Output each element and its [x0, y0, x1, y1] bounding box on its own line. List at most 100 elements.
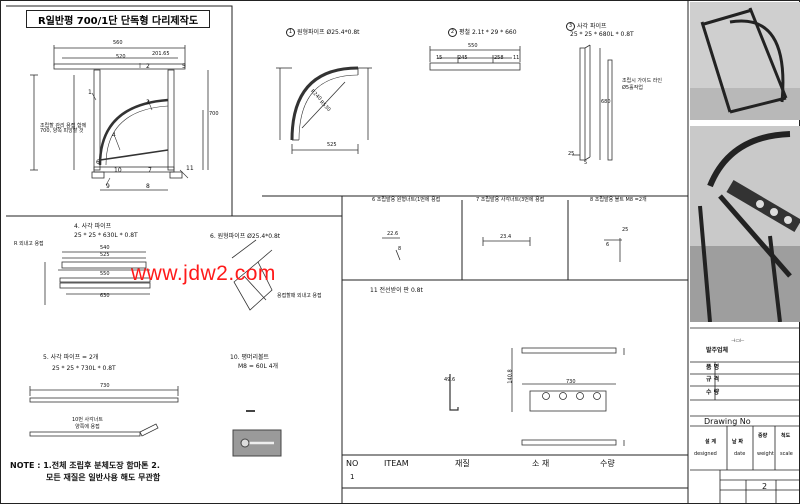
part3-view: [572, 44, 613, 161]
dim-label: 525: [100, 252, 110, 258]
note-line-2: 모든 재질은 일반사용 해도 무관함: [46, 473, 161, 482]
bolt-spec: M8 = 60L 4개: [238, 363, 279, 370]
drawing-no: Drawing No: [704, 417, 751, 426]
main-view: [30, 45, 209, 191]
dim-label: 525: [327, 142, 337, 148]
dim-label: 25: [622, 227, 629, 233]
part5-title: 5. 사각 파이프 = 2개: [43, 354, 99, 361]
nut-details: [382, 237, 622, 262]
part2-spec: 평철 2.1t * 29 * 660: [459, 29, 517, 36]
dim-label: 49.6: [444, 377, 456, 383]
r-weld-note: R 외내고 용접: [14, 241, 44, 247]
bom-material: 재질: [455, 459, 470, 468]
dim-label: 15: [436, 55, 443, 61]
part6-title: 6. 원형파이프 Ø25.4*0.8t: [210, 233, 281, 240]
bolt-title: 10. 평머리볼트: [230, 354, 270, 361]
part5-spec: 25 * 25 * 730L * 0.8T: [52, 365, 116, 372]
dim-label: 22.6: [387, 231, 399, 237]
part11-title: 11 전선받이 판 0.8t: [370, 287, 423, 294]
part5-view: [29, 386, 179, 437]
weight-en: weight: [757, 451, 774, 457]
part2-view: [429, 46, 521, 71]
dim-label: 245: [458, 55, 468, 61]
part6-view: [231, 239, 273, 311]
photo-frame-top: [690, 2, 800, 120]
bolt-detail: [232, 410, 282, 457]
assembly-note-left: 조립할 관리 용접 함께 700, 양쪽 피앙할 것: [40, 123, 87, 134]
date-ko: 날 짜: [732, 439, 743, 445]
leader-1: 1: [88, 89, 92, 96]
watermark: www.jdw2.com: [131, 262, 276, 285]
leader-8: 8: [146, 183, 150, 190]
dim-label: 5: [584, 160, 588, 166]
part11-views: [449, 347, 625, 446]
part3-spec: 25 * 25 * 680L * 0.8T: [570, 31, 634, 38]
dim-label: 630: [100, 293, 110, 299]
part-number: 2: [448, 28, 457, 37]
note-line-1: NOTE : 1.전체 조립후 분체도장 함마톤 2.: [10, 461, 160, 470]
scale-en: scale: [780, 451, 793, 457]
tb-row-3: 수 량: [706, 389, 720, 396]
leader-6: 6: [96, 159, 100, 166]
leader-9: 9: [106, 183, 110, 190]
title-block-grid: [690, 327, 800, 504]
scale-ko: 척도: [781, 433, 791, 439]
weld-side-note: 용접할때 외내고 용접: [277, 293, 322, 299]
part8-title: 6 조립발용 원형너트(1번에 용접: [372, 197, 441, 203]
sheet-number: 2: [762, 482, 768, 491]
leader-2: 2: [146, 63, 150, 70]
bom-item: ITEAM: [384, 459, 409, 468]
weight-ko: 중량: [758, 433, 768, 439]
bolt-detail-icon: ⊣▭⊢: [731, 338, 745, 344]
tb-row-1: 품 명: [706, 364, 720, 371]
part4-spec: 25 * 25 * 630L * 0.8T: [74, 232, 138, 239]
main-view-leaders: [91, 63, 189, 186]
photo-frame-bottom: [690, 126, 800, 322]
dim-label: 201.65: [152, 51, 170, 57]
main-view-frame: [6, 5, 233, 217]
part1-view: [276, 66, 372, 154]
dim-label: 730: [100, 383, 110, 389]
dim-label: 730: [566, 379, 576, 385]
bom-no: NO: [346, 459, 359, 468]
drawing-title: R일반평 700/1단 단독형 다리제작도: [26, 10, 210, 28]
bom-size: 소 재: [532, 459, 550, 468]
bom-qty: 수량: [600, 459, 615, 468]
dim-label: 550: [100, 271, 110, 277]
bom-row-1: 1: [350, 473, 355, 481]
dim-label: 680: [601, 99, 611, 105]
tb-row-2: 규 격: [706, 376, 720, 383]
leader-4: 4: [112, 132, 116, 139]
dim-label: 560: [113, 40, 123, 46]
part-number: 1: [286, 28, 295, 37]
designed-ko: 설 계: [705, 439, 716, 445]
part4-title: 4. 사각 파이프: [74, 223, 112, 230]
nut-weld-note: 10번 사각너트 양쪽에 용접: [72, 417, 103, 430]
dim-label: 540: [100, 245, 110, 251]
designed-en: designed: [694, 451, 717, 457]
leader-3: 3: [146, 99, 150, 106]
dim-label: 6: [606, 242, 610, 248]
date-en: date: [734, 451, 746, 457]
dim-label: 258: [494, 55, 504, 61]
leader-11: 11: [186, 165, 194, 172]
dim-label: 520: [116, 54, 126, 60]
part-number: 3: [566, 22, 575, 31]
dim-label: 8: [398, 246, 402, 252]
part3-title: 사각 파이프: [577, 23, 607, 30]
dim-label: 11: [513, 55, 520, 61]
part10-title: 8 조립발용 볼트 M8 =2개: [590, 197, 647, 203]
leader-10: 10: [114, 167, 122, 174]
part4-view: [44, 251, 151, 305]
dim-label: 700: [209, 111, 219, 117]
leader-7: 7: [148, 167, 152, 174]
dim-label: 140.8: [507, 369, 514, 384]
dim-label: 25: [568, 151, 575, 157]
dim-label: 23.4: [500, 234, 512, 240]
dim-label: 550: [468, 43, 478, 49]
